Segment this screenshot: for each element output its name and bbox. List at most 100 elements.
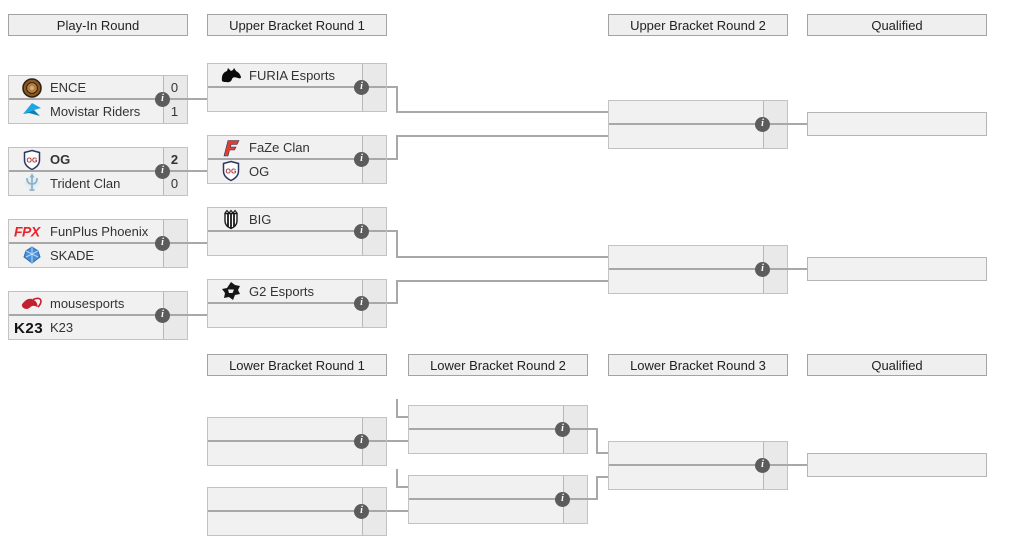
team-row-g2-esports[interactable]: G2 Esports: [208, 280, 386, 304]
team-row-k23[interactable]: K23 K23: [9, 316, 187, 340]
header-qualified-upper: Qualified: [807, 14, 987, 36]
skade-logo-icon: [9, 245, 50, 265]
team-row-big[interactable]: BIG: [208, 208, 386, 232]
match-ub2-2: i: [608, 245, 788, 294]
header-lower-bracket-round-2: Lower Bracket Round 2: [408, 354, 588, 376]
connector-line: [396, 86, 398, 113]
info-icon[interactable]: i: [354, 296, 369, 311]
og-logo-icon: OG: [208, 160, 249, 182]
k23-logo-icon: K23: [9, 319, 50, 336]
info-icon[interactable]: i: [555, 492, 570, 507]
connector-line: [396, 230, 398, 258]
faze-clan-logo-icon: [208, 137, 249, 159]
info-icon[interactable]: i: [755, 262, 770, 277]
connector-line: [587, 428, 598, 430]
team-row-og[interactable]: OG OG 2: [9, 148, 187, 172]
connector-line: [187, 170, 207, 172]
row-divider: [9, 98, 187, 100]
og-logo-icon: OG: [9, 149, 50, 171]
row-divider: [208, 302, 386, 304]
connector-line: [396, 416, 408, 418]
connector-line: [787, 123, 807, 125]
funplus-phoenix-logo-icon: FPX: [9, 224, 50, 239]
team-score: 2: [170, 152, 179, 168]
info-icon[interactable]: i: [155, 236, 170, 251]
match-lb2-2: i: [408, 475, 588, 524]
team-row-movistar-riders[interactable]: Movistar Riders 1: [9, 100, 187, 124]
connector-line: [787, 464, 807, 466]
row-divider: [409, 498, 587, 500]
match-ub2-1: i: [608, 100, 788, 149]
row-divider: [609, 268, 787, 270]
team-name: Trident Clan: [50, 175, 121, 191]
info-icon[interactable]: i: [354, 80, 369, 95]
match-lb1-2: i: [207, 487, 387, 536]
header-play-in-round: Play-In Round: [8, 14, 188, 36]
connector-line: [387, 158, 398, 160]
team-row-funplus-phoenix[interactable]: FPX FunPlus Phoenix: [9, 220, 187, 244]
team-name: FunPlus Phoenix: [50, 224, 149, 240]
team-name: Movistar Riders: [50, 103, 141, 119]
team-row-ence[interactable]: ENCE 0: [9, 76, 187, 100]
info-icon[interactable]: i: [354, 152, 369, 167]
team-name: K23: [50, 319, 74, 335]
team-row-faze-clan[interactable]: FaZe Clan: [208, 136, 386, 160]
qualified-slot-upper-2: [807, 257, 987, 281]
info-icon[interactable]: i: [155, 92, 170, 107]
trident-clan-logo-icon: [9, 172, 50, 194]
match-lb1-1: i: [207, 417, 387, 466]
connector-line: [596, 428, 598, 454]
info-icon[interactable]: i: [755, 458, 770, 473]
g2-esports-logo-icon: [208, 281, 249, 302]
connector-line: [387, 302, 398, 304]
connector-line: [387, 440, 408, 442]
row-divider: [208, 510, 386, 512]
match-lb3-1: i: [608, 441, 788, 490]
row-divider: [208, 230, 386, 232]
info-icon[interactable]: i: [354, 224, 369, 239]
match-ub1-2: FaZe Clan OG OG i: [207, 135, 387, 184]
info-icon[interactable]: i: [555, 422, 570, 437]
connector-line: [396, 280, 398, 304]
info-icon[interactable]: i: [155, 164, 170, 179]
match-lb2-1: i: [408, 405, 588, 454]
info-icon[interactable]: i: [354, 504, 369, 519]
svg-text:OG: OG: [226, 169, 237, 176]
match-ub1-1: FURIA Esports i: [207, 63, 387, 112]
row-divider: [208, 86, 386, 88]
info-icon[interactable]: i: [755, 117, 770, 132]
team-name: FaZe Clan: [249, 140, 310, 156]
header-upper-bracket-round-1: Upper Bracket Round 1: [207, 14, 387, 36]
info-icon[interactable]: i: [155, 308, 170, 323]
team-row-trident-clan[interactable]: Trident Clan 0: [9, 172, 187, 196]
team-row-furia[interactable]: FURIA Esports: [208, 64, 386, 88]
header-qualified-lower: Qualified: [807, 354, 987, 376]
team-row-og[interactable]: OG OG: [208, 160, 386, 184]
team-row-skade[interactable]: SKADE: [9, 244, 187, 268]
team-name: BIG: [249, 212, 272, 228]
svg-text:K23: K23: [14, 320, 43, 336]
connector-line: [587, 498, 598, 500]
row-divider: [609, 464, 787, 466]
connector-line: [396, 280, 608, 282]
match-ub1-4: G2 Esports i: [207, 279, 387, 328]
connector-line: [396, 135, 398, 160]
info-icon[interactable]: i: [354, 434, 369, 449]
mousesports-logo-icon: [9, 295, 50, 313]
header-lower-bracket-round-3: Lower Bracket Round 3: [608, 354, 788, 376]
team-row-mousesports[interactable]: mousesports: [9, 292, 187, 316]
connector-line: [596, 476, 598, 500]
team-score: 0: [170, 175, 179, 191]
row-divider: [9, 314, 187, 316]
connector-line: [396, 399, 398, 418]
connector-line: [396, 469, 398, 488]
row-divider: [9, 242, 187, 244]
match-playin-4: mousesports K23 K23 i: [8, 291, 188, 340]
team-name: ENCE: [50, 80, 87, 96]
connector-line: [396, 135, 608, 137]
connector-line: [396, 486, 408, 488]
match-ub1-3: BIG i: [207, 207, 387, 256]
team-name: OG: [50, 152, 71, 168]
row-divider: [609, 123, 787, 125]
team-name: G2 Esports: [249, 284, 315, 300]
